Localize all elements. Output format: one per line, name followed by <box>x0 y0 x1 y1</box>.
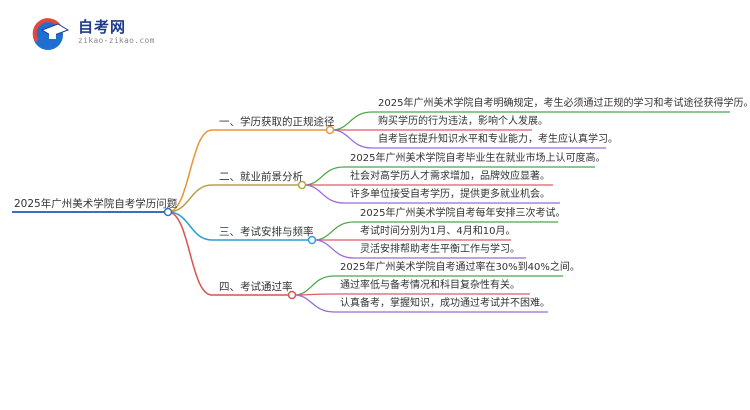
branch-4-leaf-3: 认真备考，掌握知识，成功通过考试并不困难。 <box>340 298 550 309</box>
branch-3-leaf-1: 2025年广州美术学院自考每年安排三次考试。 <box>360 208 566 219</box>
branch-3-leaf-2: 考试时间分别为1月、4月和10月。 <box>360 226 516 237</box>
branch-1-label: 一、学历获取的正规途径 <box>219 116 335 128</box>
connector-b1-leaf-3 <box>331 129 606 149</box>
branch-4-label: 四、考试通过率 <box>219 281 293 293</box>
branch-4-node-dot <box>287 290 297 300</box>
branch-4-leaf-2: 通过率低与备考情况和科目复杂性有关。 <box>340 280 520 291</box>
connector-root-branch-3 <box>167 211 310 241</box>
connector-b3-leaf-3 <box>313 239 526 259</box>
branch-1-leaf-3: 自考旨在提升知识水平和专业能力，考生应认真学习。 <box>378 134 618 145</box>
branch-2-leaf-1: 2025年广州美术学院自考毕业生在就业市场上认可度高。 <box>350 153 606 164</box>
branch-4-leaf-1: 2025年广州美术学院自考通过率在30%到40%之间。 <box>340 262 580 273</box>
branch-3-node-dot <box>307 235 317 245</box>
branch-1-leaf-2: 购买学历的行为违法，影响个人发展。 <box>378 116 548 127</box>
branch-1-node-dot <box>325 125 335 135</box>
branch-3-label: 三、考试安排与频率 <box>219 226 314 238</box>
graduation-cap-icon <box>32 18 70 50</box>
branch-2-label: 二、就业前景分析 <box>219 171 303 183</box>
logo-title: 自考网 <box>78 18 127 36</box>
connector-b4-leaf-3 <box>293 294 548 313</box>
connector-b2-leaf-3 <box>303 184 560 204</box>
connector-root-branch-2 <box>167 184 300 213</box>
branch-2-leaf-2: 社会对高学历人才需求增加，品牌效应显著。 <box>350 171 550 182</box>
connector-root-branch-1 <box>167 129 328 213</box>
branch-2-node-dot <box>297 180 307 190</box>
connector-root-branch-4 <box>167 211 290 296</box>
branch-1-leaf-1: 2025年广州美术学院自考明确规定，考生必须通过正规的学习和考试途径获得学历。 <box>378 98 750 109</box>
root-node-dot <box>163 207 173 217</box>
branch-2-leaf-3: 许多单位接受自考学历，提供更多就业机会。 <box>350 189 550 200</box>
root-topic: 2025年广州美术学院自考学历问题 <box>14 198 178 210</box>
logo-url: zikao-zikao.com <box>78 36 155 45</box>
connector-b4-leaf-2 <box>293 293 530 296</box>
branch-3-leaf-3: 灵活安排帮助考生平衡工作与学习。 <box>360 244 520 255</box>
site-logo[interactable]: 自考网 zikao-zikao.com <box>28 14 188 54</box>
